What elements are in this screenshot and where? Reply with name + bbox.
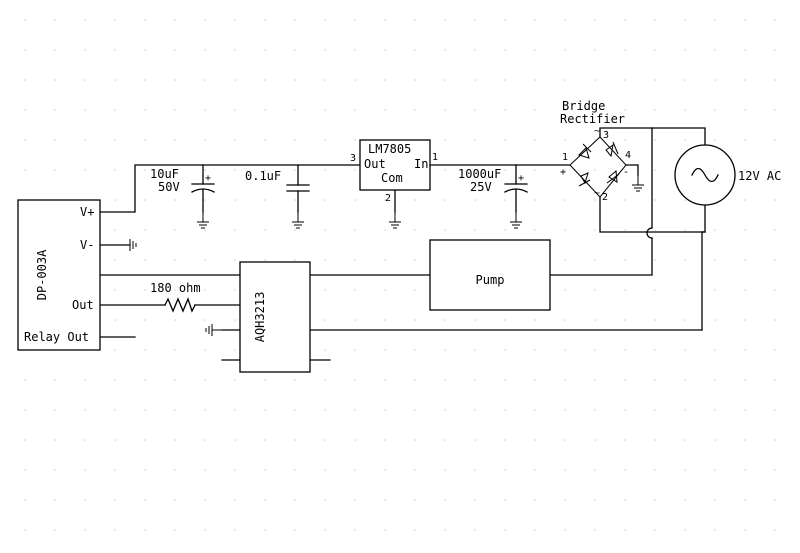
cap2-value: 0.1uF [245,169,281,183]
regulator-pin-com: Com [381,171,403,185]
capacitor-0-1uf: 0.1uF [245,169,310,192]
sensor-block: DP-003A V+ V- Out Relay Out [17,199,101,351]
ac-source-label: 12V AC [738,169,781,183]
svg-text:+: + [560,167,566,178]
sensor-pin-out: Out [72,298,94,312]
pump-block: Pump [429,239,551,311]
rectifier-pin-4: 4 [625,150,631,161]
ground-symbols [129,174,645,337]
capacitor-1000uf: + 1000uF 25V [458,167,528,194]
cap1-voltage: 50V [158,180,180,194]
svg-text:~: ~ [594,126,600,137]
rectifier-pin-1: 1 [562,152,568,163]
relay-name: AQH3213 [253,292,267,343]
sensor-name: DP-003A [35,249,49,300]
bridge-rectifier: Bridge Rectifier 1 2 3 4 + - ~ ~ [560,99,631,203]
rectifier-pin-3: 3 [603,130,609,141]
resistor-label: 180 ohm [150,281,201,295]
svg-text:+: + [518,173,524,184]
cap3-value: 1000uF [458,167,501,181]
pump-label: Pump [476,273,505,287]
regulator-pin-in: In [414,157,428,171]
regulator-pin-out: Out [364,157,386,171]
cap1-value: 10uF [150,167,179,181]
relay-aqh3213: AQH3213 [239,261,311,373]
svg-text:-: - [623,167,629,178]
regulator-name: LM7805 [368,142,411,156]
sensor-pin-vminus: V- [80,238,94,252]
rectifier-title-2: Rectifier [560,112,625,126]
svg-text:+: + [205,173,211,184]
rectifier-pin-2: 2 [602,192,608,203]
svg-text:~: ~ [594,188,600,199]
capacitor-10uf: + 10uF 50V [150,167,215,194]
cap3-voltage: 25V [470,180,492,194]
regulator-num-out: 3 [350,153,356,164]
sensor-pin-relay-out: Relay Out [24,330,89,344]
rectifier-title-1: Bridge [562,99,605,113]
regulator-num-in: 1 [432,152,438,163]
ac-source: 12V AC [674,144,781,206]
wires [99,127,706,361]
regulator-lm7805: LM7805 Out In Com 3 1 2 [350,139,438,204]
regulator-num-com: 2 [385,193,391,204]
resistor-180-ohm: 180 ohm [150,281,201,313]
sensor-pin-vplus: V+ [80,205,94,219]
